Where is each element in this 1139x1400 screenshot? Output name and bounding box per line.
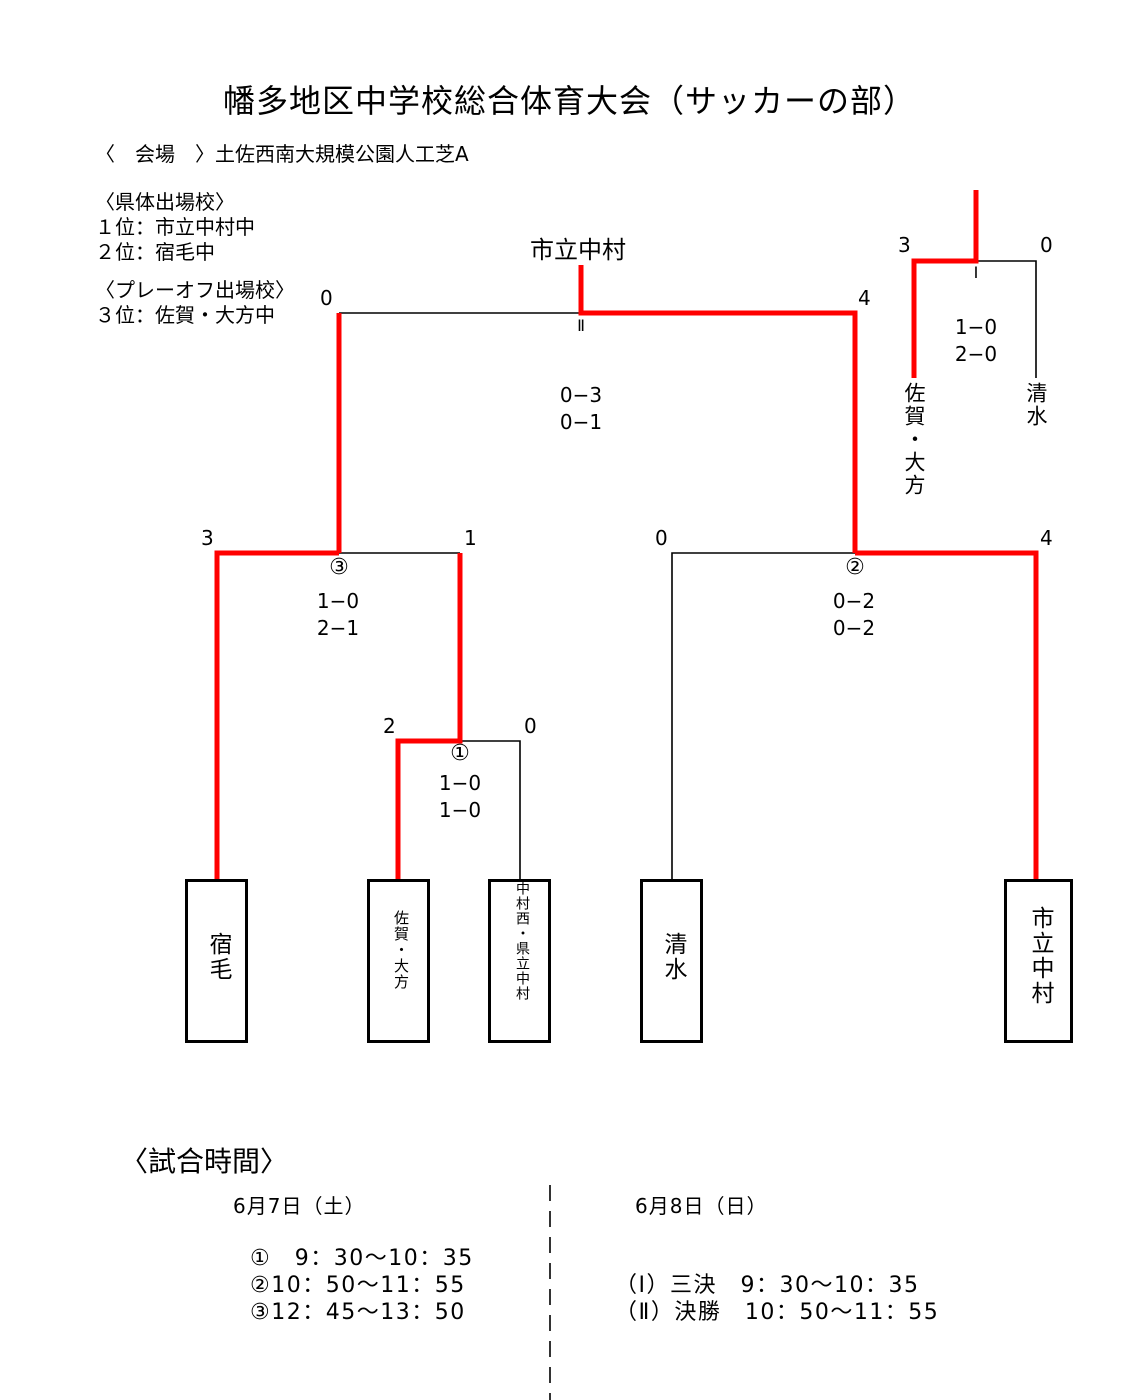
- prefectural-heading: 〈県体出場校〉: [95, 190, 235, 214]
- team-box-sukumo: 宿毛: [185, 879, 248, 1043]
- m1-left-score: 2: [383, 714, 396, 738]
- day2-date: 6月8日（日）: [635, 1194, 768, 1218]
- team-label-shiritsu-nakamura: 市立中村: [1027, 906, 1053, 1006]
- third-mark: Ⅰ: [973, 263, 979, 282]
- team-box-nakamura-nishi: 中村西・県立中村: [488, 879, 551, 1043]
- third-left-score: 3: [898, 233, 911, 257]
- third-half2: 2−0: [954, 342, 998, 366]
- m3-winner-path: [214, 550, 339, 882]
- third-team-shimizu: 清水: [1024, 382, 1048, 428]
- team-label-shimizu: 清水: [660, 932, 686, 982]
- final-half2: 0−1: [559, 410, 603, 434]
- venue: 〈 会場 〉土佐西南大規模公園人工芝A: [95, 142, 469, 166]
- team-box-shimizu: 清水: [640, 879, 703, 1043]
- team-box-shiritsu-nakamura: 市立中村: [1004, 879, 1073, 1043]
- qualified-third: ３位：佐賀・大方中: [95, 303, 275, 327]
- winner-lines: [214, 190, 1039, 882]
- team-label-sukumo: 宿毛: [205, 932, 231, 982]
- m1-right-branch: [460, 740, 521, 882]
- m2-left-score: 0: [655, 526, 668, 550]
- qualified-first: １位：市立中村中: [95, 215, 255, 239]
- day1-schedule: ① 9：30〜10：35 ②10：50〜11：55 ③12：45〜13：50: [250, 1245, 474, 1326]
- team-box-saga-ogata: 佐賀・大方: [367, 879, 430, 1043]
- m2-right-score: 4: [1040, 526, 1053, 550]
- schedule-heading: 〈試合時間〉: [120, 1145, 289, 1178]
- day2-schedule: （Ⅰ）三決 9：30〜10：35 （Ⅱ）決勝 10：50〜11：55: [615, 1272, 939, 1326]
- champion-label: 市立中村: [530, 236, 626, 264]
- m1-halves: 1−0 1−0: [430, 770, 490, 824]
- final-half1: 0−3: [559, 383, 603, 407]
- day1-date: 6月7日（土）: [233, 1194, 366, 1218]
- m1-winner-path: [395, 553, 463, 882]
- m2-winner-path: [855, 550, 1039, 882]
- third-half1: 1−0: [954, 315, 998, 339]
- day1-row: ③12：45〜13：50: [250, 1300, 466, 1325]
- m3-right-score: 1: [464, 526, 477, 550]
- m2-left-branch: [671, 552, 855, 882]
- final-left-score: 0: [320, 286, 333, 310]
- m2-mark: ②: [845, 555, 865, 580]
- day2-row: （Ⅱ）決勝 10：50〜11：55: [615, 1300, 940, 1325]
- m1-half1: 1−0: [438, 771, 482, 795]
- playoff-heading: 〈プレーオフ出場校〉: [95, 278, 295, 302]
- m2-half2: 0−2: [832, 616, 876, 640]
- m2-half1: 0−2: [832, 589, 876, 613]
- team-label-saga-ogata: 佐賀・大方: [392, 910, 410, 990]
- page-title: 幡多地区中学校総合体育大会（サッカーの部）: [222, 82, 916, 120]
- day1-row: ① 9：30〜10：35: [250, 1246, 474, 1271]
- third-halves: 1−0 2−0: [946, 314, 1006, 368]
- day1-row: ②10：50〜11：55: [250, 1273, 466, 1298]
- final-halves: 0−3 0−1: [551, 382, 611, 436]
- qualified-second: ２位：宿毛中: [95, 240, 215, 264]
- third-team-saga-ogata: 佐賀・大方: [902, 382, 926, 497]
- m1-mark: ①: [450, 741, 470, 766]
- m3-halves: 1−0 2−1: [308, 588, 368, 642]
- m3-half1: 1−0: [316, 589, 360, 613]
- final-mark: Ⅱ: [577, 316, 585, 335]
- team-label-nakamura-nishi: 中村西・県立中村: [514, 881, 530, 1001]
- m2-halves: 0−2 0−2: [824, 588, 884, 642]
- day2-row: （Ⅰ）三決 9：30〜10：35: [615, 1273, 920, 1298]
- final-right-score: 4: [858, 286, 871, 310]
- qualified-block: 〈県体出場校〉 １位：市立中村中 ２位：宿毛中 〈プレーオフ出場校〉 ３位：佐賀…: [95, 190, 295, 328]
- third-winner-path: [911, 190, 979, 378]
- third-right-branch: [976, 260, 1037, 378]
- m3-left-score: 3: [201, 526, 214, 550]
- loser-lines: [339, 260, 1037, 882]
- m3-half2: 2−1: [316, 616, 360, 640]
- m1-right-score: 0: [524, 714, 537, 738]
- m1-half2: 1−0: [438, 798, 482, 822]
- schedule-divider: [549, 1185, 551, 1400]
- final-winner-path: [578, 265, 858, 553]
- third-right-score: 0: [1040, 233, 1053, 257]
- m3-mark: ③: [329, 555, 349, 580]
